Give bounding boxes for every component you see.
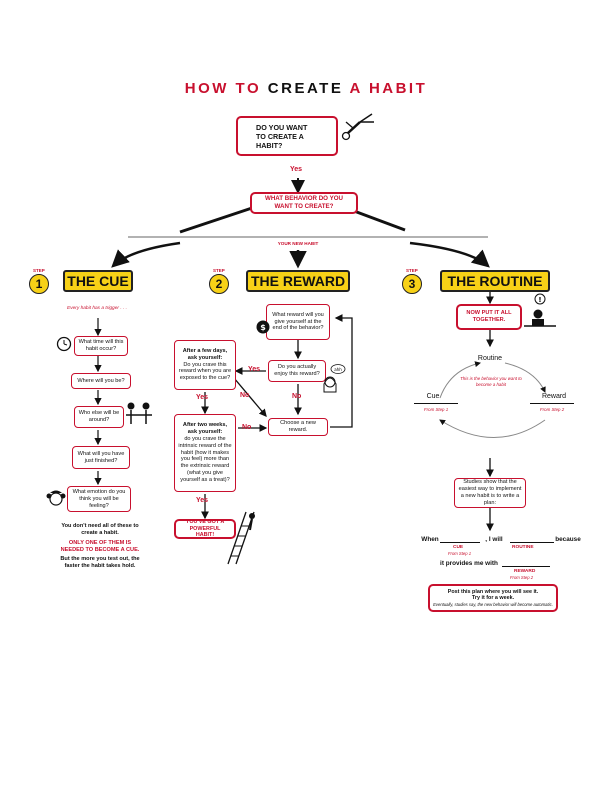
reward-step-number: 2 [209, 274, 229, 294]
plan-reward-line [502, 566, 550, 567]
money-bag-icon: $ [256, 320, 270, 334]
title-part-2: CREATE [267, 80, 344, 97]
after-two-weeks-title: After two weeks, ask yourself: [182, 421, 228, 435]
behavior-question-box: WHAT BEHAVIOR DO YOU WANT TO CREATE? [250, 192, 358, 214]
post-plan-line-3: Eventually, studies say, the new behavio… [433, 602, 553, 608]
cue-heading: THE CUE [63, 270, 133, 292]
reward-from-step-2: From Step 2 [540, 407, 565, 412]
cue-question-time: What time will this habit occur? [74, 336, 128, 356]
cue-note-3: But the more you test out, the faster th… [60, 556, 140, 570]
people-table-icon [126, 402, 152, 424]
clock-icon [56, 336, 72, 352]
pigtails-face-icon [46, 490, 66, 506]
put-together-box: NOW PUT IT ALL TOGETHER. [456, 304, 522, 330]
reward-no-enjoy: No [292, 393, 302, 400]
powerful-habit-box: YOU'VE GOT A POWERFUL HABIT! [174, 519, 236, 539]
routine-step-label: STEP [406, 268, 418, 273]
reward-question-enjoy: Do you actually enjoy this reward? [268, 360, 326, 382]
reward-yes-enjoy: Yes [248, 366, 261, 373]
cue-note-1: You don't need all of these to create a … [61, 523, 139, 537]
post-plan-box: Post this plan where you will see it. Tr… [428, 584, 558, 612]
plan-reward-from: From Step 2 [510, 575, 534, 580]
handstand-figure-icon [341, 113, 374, 141]
title-part-4: HABIT [368, 80, 428, 97]
cue-step-label: STEP [33, 268, 45, 273]
reward-word: Reward [541, 393, 567, 400]
your-new-habit-label: YOUR NEW HABIT [277, 241, 319, 246]
top-yes-label: Yes [290, 166, 303, 173]
plan-reward-label: REWARD [514, 569, 536, 574]
start-question-box: DO YOU WANT TO CREATE A HABIT? [236, 116, 338, 156]
title-part-3: A [349, 80, 363, 97]
studies-box: Studies show that the easiest way to imp… [454, 478, 526, 508]
reward-no-intrinsic: No [242, 424, 252, 431]
cue-question-where: Where will you be? [71, 373, 131, 389]
reward-heading: THE REWARD [246, 270, 350, 292]
svg-text:!: ! [538, 296, 541, 304]
cue-note-2: ONLY ONE OF THEM IS NEEDED TO BECOME A C… [60, 540, 140, 554]
plan-provides: it provides me with [440, 560, 498, 567]
plan-cue-from: From Step 1 [448, 551, 472, 556]
post-plan-line-1: Post this plan where you will see it. [447, 588, 539, 595]
cue-blank-line [414, 403, 458, 404]
bubble-text: ahh [334, 367, 342, 372]
cue-intro: Every habit has a trigger . . . [67, 306, 127, 311]
thinking-person-icon: ! [524, 293, 556, 327]
cue-question-emotion: What emotion do you think you will be fe… [67, 486, 131, 512]
reward-question-what: What reward will you give yourself at th… [266, 304, 330, 340]
reward-choose-new: Choose a new reward. [268, 418, 328, 436]
plan-when: When [421, 536, 439, 543]
routine-note: This is the behavior you want to become … [460, 376, 522, 387]
plan-routine-line [510, 542, 554, 543]
start-question-text: DO YOU WANT TO CREATE A HABIT? [256, 122, 308, 150]
reward-yes-crave: Yes [196, 394, 209, 401]
after-two-weeks-body: do you crave the intrinsic reward of the… [178, 435, 232, 484]
reward-step-label: STEP [213, 268, 225, 273]
reward-yes-intrinsic: Yes [196, 497, 209, 504]
cue-question-finished: What will you have just finished? [72, 446, 130, 469]
reward-after-two-weeks-box: After two weeks, ask yourself: do you cr… [174, 414, 236, 492]
svg-text:$: $ [260, 323, 266, 332]
plan-i-will: , I will [485, 536, 503, 543]
page-title: HOW TO CREATE A HABIT [0, 80, 612, 97]
plan-because: because [555, 536, 581, 543]
routine-step-number: 3 [402, 274, 422, 294]
cue-question-who: Who else will be around? [74, 406, 124, 428]
plan-routine-label: ROUTINE [512, 545, 534, 550]
plan-cue-line [440, 542, 480, 543]
cue-word: Cue [426, 393, 440, 400]
reward-no-crave: No [240, 392, 250, 399]
behavior-question-text: WHAT BEHAVIOR DO YOU WANT TO CREATE? [264, 195, 344, 210]
woman-face-icon: ahh [323, 364, 346, 393]
reward-after-few-days-box: After a few days, ask yourself: Do you c… [174, 340, 236, 390]
title-part-1: HOW TO [184, 80, 262, 97]
after-few-days-body: Do you crave this reward when you are ex… [178, 361, 232, 382]
cue-step-number: 1 [29, 274, 49, 294]
post-plan-line-2: Try it for a week. [471, 595, 515, 602]
reward-blank-line [530, 403, 574, 404]
plan-cue-label: CUE [453, 545, 464, 550]
ladder-climber-icon [227, 511, 255, 565]
after-few-days-title: After a few days, ask yourself: [182, 347, 228, 361]
cue-from-step-1: From Step 1 [424, 407, 449, 412]
routine-heading: THE ROUTINE [440, 270, 550, 292]
routine-word: Routine [477, 355, 503, 362]
